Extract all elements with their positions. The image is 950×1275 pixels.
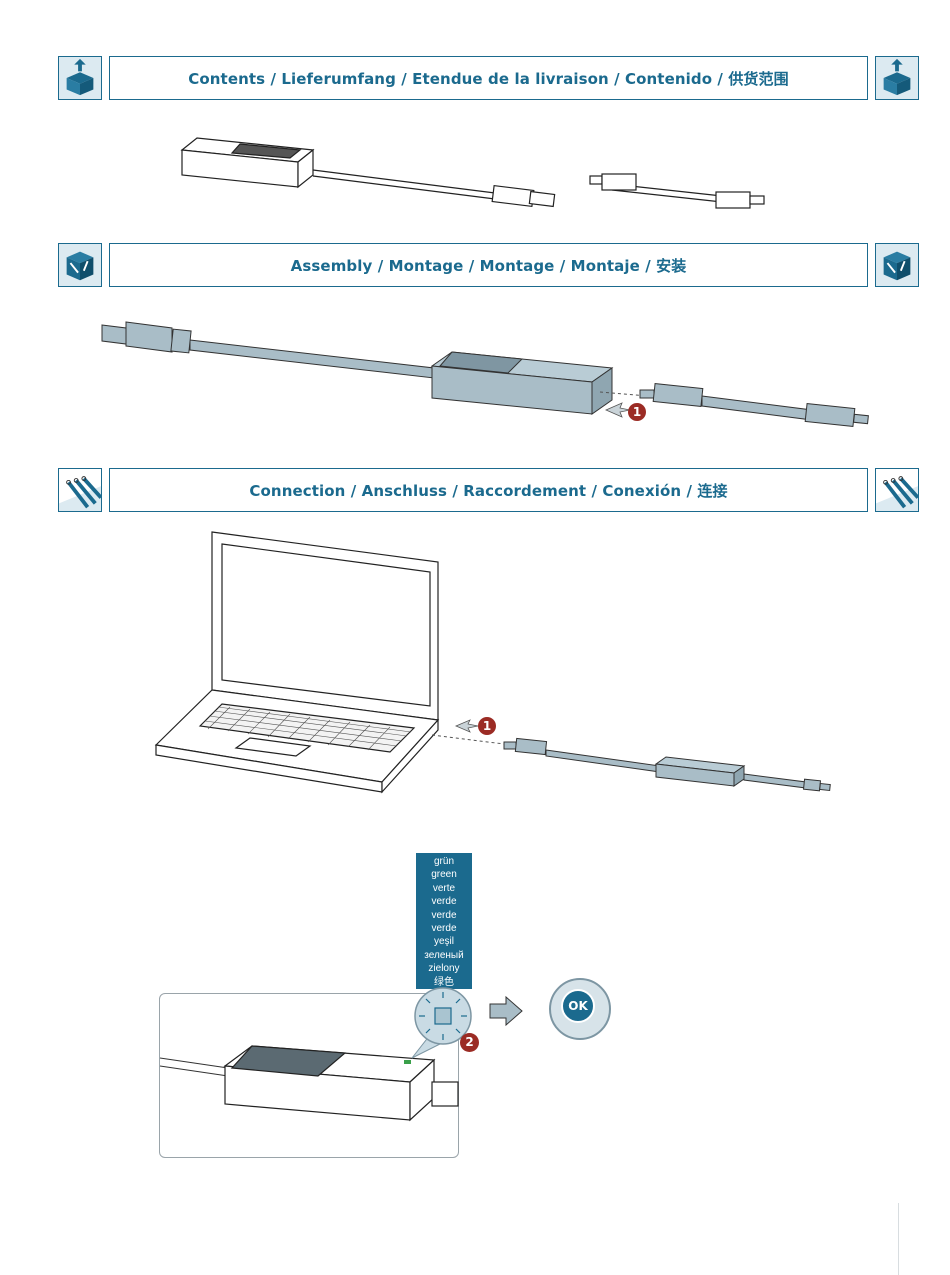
page-margin-line [898,1203,899,1275]
led-color-en: green [416,868,472,881]
delivery-box-icon [875,56,919,100]
plug-connection-icon [875,468,919,512]
usb-a-plug-outline [492,186,554,207]
ok-badge: OK [564,996,592,1016]
step-marker-connection: 1 [478,717,496,735]
assembly-box-icon [58,243,102,287]
laptop [156,532,438,792]
led-color-es: verde [416,895,472,908]
led-color-zh: 绿色 [416,976,472,989]
assembly-box-icon [875,243,919,287]
usb-a-plug [102,322,191,353]
section-title-connection: Connection / Anschluss / Raccordement / … [109,468,868,512]
usb-adapter [432,352,612,414]
led-color-pl: zielony [416,962,472,975]
led-color-fr: verte [416,882,472,895]
plug-connection-icon [58,468,102,512]
step-marker-led: 2 [460,1033,479,1052]
mini-usb-cable [640,384,868,427]
section-title-assembly: Assembly / Montage / Montage / Montaje /… [109,243,868,287]
led-color-it: verde [416,909,472,922]
step-marker-assembly: 1 [628,403,646,421]
led-color-label: grün green verte verde verde verde yeşil… [416,853,472,989]
led-color-tr: yeşil [416,935,472,948]
led-detail-frame [159,993,459,1158]
mini-usb-cable-outline [590,174,764,208]
delivery-box-icon [58,56,102,100]
led-color-de: grün [416,855,472,868]
led-color-ru: зеленый [416,949,472,962]
section-title-contents: Contents / Lieferumfang / Etendue de la … [109,56,868,100]
led-color-pt: verde [416,922,472,935]
connected-adapter [504,738,830,790]
usb-adapter-outline [182,138,313,187]
